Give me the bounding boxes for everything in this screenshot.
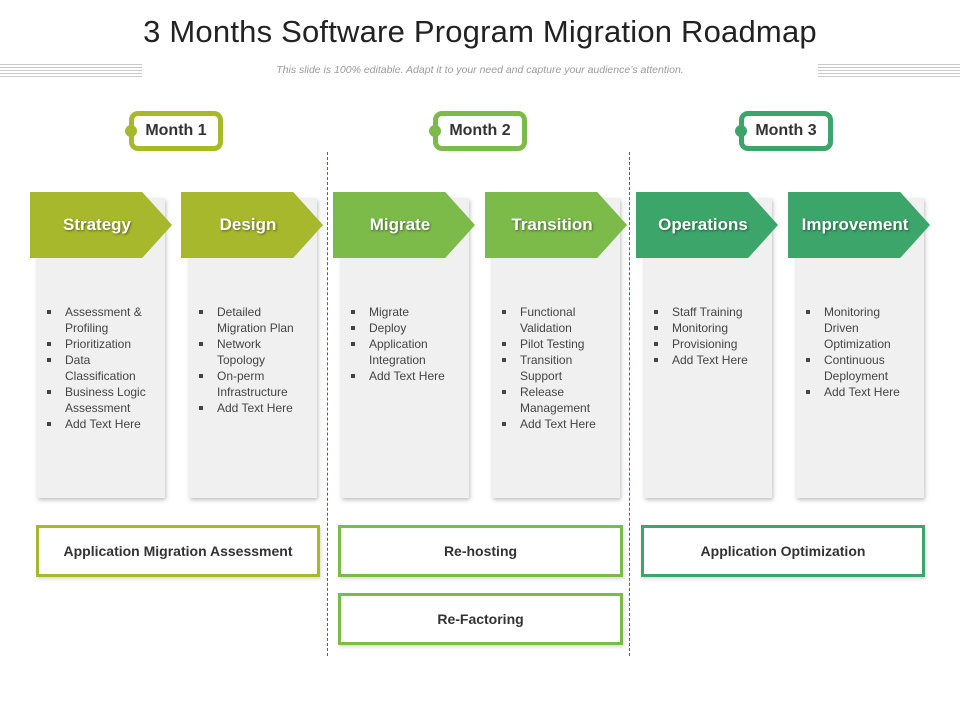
list-item: Pilot Testing — [502, 336, 614, 352]
list-item: Data Classification — [47, 352, 159, 384]
list-item: Monitoring Driven Optimization — [806, 304, 918, 352]
stage-list: Staff Training Monitoring Provisioning A… — [654, 304, 766, 368]
list-item: Release Management — [502, 384, 614, 416]
list-item: Add Text Here — [502, 416, 614, 432]
stage-list: Migrate Deploy Application Integration A… — [351, 304, 463, 384]
month-2-text: Month 2 — [449, 122, 511, 139]
list-item: Detailed Migration Plan — [199, 304, 311, 336]
page-title: 3 Months Software Program Migration Road… — [143, 14, 817, 49]
stage-list: Functional Validation Pilot Testing Tran… — [502, 304, 614, 432]
stage-arrow-transition: Transition — [485, 192, 627, 258]
list-item: Application Integration — [351, 336, 463, 368]
phase-label: Application Migration Assessment — [63, 543, 293, 559]
phase-box-rehosting: Re-hosting — [338, 525, 623, 577]
phase-box-optimization: Application Optimization — [641, 525, 925, 577]
stage-label: Transition — [511, 215, 593, 234]
month-1-dot-icon — [125, 125, 137, 137]
subtitle: This slide is 100% editable. Adapt it to… — [276, 64, 684, 76]
list-item: Staff Training — [654, 304, 766, 320]
month-3-text: Month 3 — [755, 122, 817, 139]
list-item: Deploy — [351, 320, 463, 336]
stage-label: Migrate — [369, 215, 431, 234]
stage-arrow-design: Design — [181, 192, 323, 258]
month-2-dot-icon — [429, 125, 441, 137]
stage-list: Detailed Migration Plan Network Topology… — [199, 304, 311, 416]
list-item: Business Logic Assessment — [47, 384, 159, 416]
list-item: Transition Support — [502, 352, 614, 384]
stage-label: Strategy — [62, 215, 132, 234]
stage-arrow-operations: Operations — [636, 192, 778, 258]
month-divider-1 — [327, 152, 328, 656]
month-3-label: Month 3 — [735, 111, 833, 151]
decorative-lines-right — [818, 64, 960, 78]
list-item: Add Text Here — [199, 400, 311, 416]
phase-label: Application Optimization — [700, 543, 866, 559]
list-item: Add Text Here — [654, 352, 766, 368]
list-item: Prioritization — [47, 336, 159, 352]
list-item: Provisioning — [654, 336, 766, 352]
stage-label: Improvement — [801, 215, 909, 234]
stage-arrow-strategy: Strategy — [30, 192, 172, 258]
month-3-dot-icon — [735, 125, 747, 137]
list-item: Add Text Here — [351, 368, 463, 384]
month-1-text: Month 1 — [145, 122, 207, 139]
stage-list: Assessment & Profiling Prioritization Da… — [47, 304, 159, 432]
stage-list: Monitoring Driven Optimization Continuou… — [806, 304, 918, 400]
list-item: Add Text Here — [47, 416, 159, 432]
list-item: On-perm Infrastructure — [199, 368, 311, 400]
month-divider-2 — [629, 152, 630, 656]
list-item: Network Topology — [199, 336, 311, 368]
month-2-label: Month 2 — [429, 111, 527, 151]
phase-label: Re-Factoring — [437, 611, 524, 627]
list-item: Functional Validation — [502, 304, 614, 336]
list-item: Assessment & Profiling — [47, 304, 159, 336]
stage-arrow-improvement: Improvement — [788, 192, 930, 258]
list-item: Monitoring — [654, 320, 766, 336]
phase-box-refactoring: Re-Factoring — [338, 593, 623, 645]
stage-label: Design — [219, 215, 277, 234]
list-item: Add Text Here — [806, 384, 918, 400]
decorative-lines-left — [0, 64, 142, 78]
list-item: Migrate — [351, 304, 463, 320]
phase-box-assessment: Application Migration Assessment — [36, 525, 320, 577]
month-1-label: Month 1 — [125, 111, 223, 151]
subtitle-row: This slide is 100% editable. Adapt it to… — [0, 62, 960, 80]
stage-arrow-migrate: Migrate — [333, 192, 475, 258]
stage-label: Operations — [658, 215, 748, 234]
list-item: Continuous Deployment — [806, 352, 918, 384]
phase-label: Re-hosting — [443, 543, 518, 559]
